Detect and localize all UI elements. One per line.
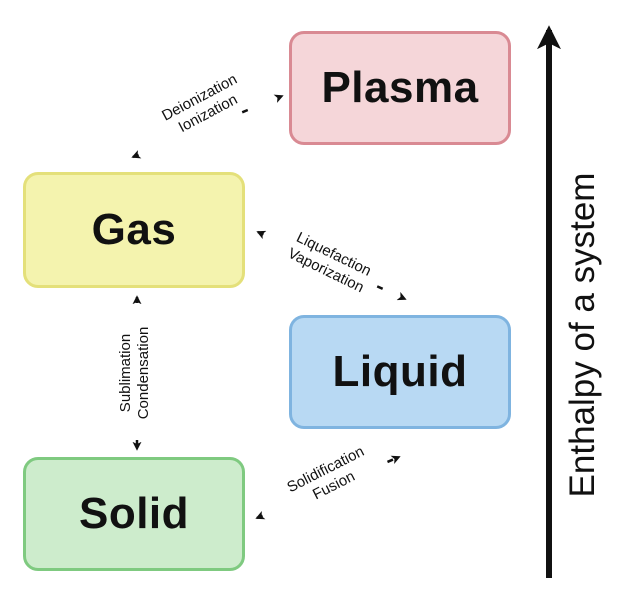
gas-liquid-arrow xyxy=(256,230,407,301)
solid-box: Solid xyxy=(23,457,245,571)
solid-gas-labels: Sublimation Condensation xyxy=(117,327,152,420)
plasma-box: Plasma xyxy=(289,31,511,145)
condensation-label: Condensation xyxy=(135,327,152,420)
gas-plasma-labels: Deionization Ionization xyxy=(159,71,240,136)
solid-liquid-labels: Solidification Fusion xyxy=(284,443,367,504)
sublimation-label: Sublimation xyxy=(117,334,134,412)
gas-box: Gas xyxy=(23,172,245,288)
liquid-label: Liquid xyxy=(332,347,468,396)
enthalpy-axis-label: Enthalpy of a system xyxy=(563,173,602,498)
gas-liquid-labels: Liquefaction Vaporization xyxy=(285,229,374,296)
gas-label: Gas xyxy=(91,205,177,254)
plasma-label: Plasma xyxy=(321,63,479,112)
liquid-box: Liquid xyxy=(289,315,511,429)
solid-label: Solid xyxy=(78,489,190,538)
